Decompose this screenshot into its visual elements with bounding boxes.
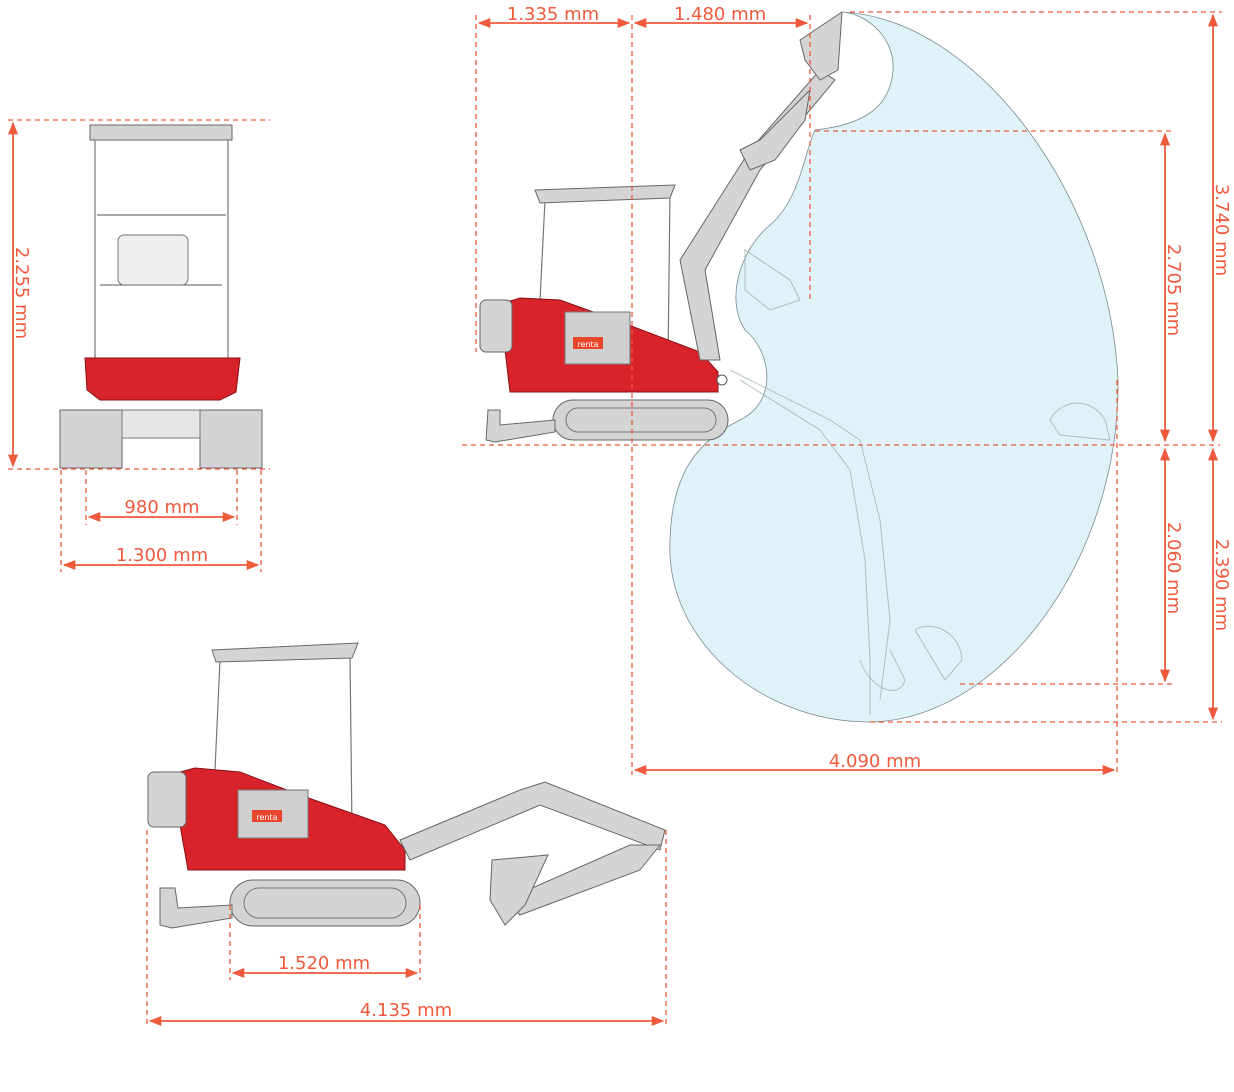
max-dump-height-label: 2.705 mm: [1163, 244, 1184, 336]
track-gauge-label: 980 mm: [124, 497, 199, 518]
brand-decal-bottom: [252, 810, 282, 822]
front-swing-label: 1.480 mm: [674, 4, 766, 25]
ghost-arm-positions: [729, 249, 1111, 715]
svg-text:renta: renta: [577, 340, 598, 349]
transport-length-label: 4.135 mm: [360, 1000, 452, 1021]
overall-width-label: 1.300 mm: [116, 545, 208, 566]
front-view-excavator: [7, 119, 270, 572]
brand-decal-top: [573, 337, 603, 349]
rear-swing-label: 1.335 mm: [507, 4, 599, 25]
working-range-envelope: [669, 11, 1119, 723]
max-dig-depth-label: 2.390 mm: [1211, 539, 1232, 631]
max-height-label: 3.740 mm: [1211, 184, 1232, 276]
transport-view-excavator: renta: [146, 642, 667, 1028]
track-length-label: 1.520 mm: [278, 953, 370, 974]
side-view-excavator: renta: [462, 11, 1220, 446]
vertical-wall-depth-label: 2.060 mm: [1163, 522, 1184, 614]
side-view-dimensions: [475, 11, 1222, 776]
max-reach-label: 4.090 mm: [829, 751, 921, 772]
svg-text:renta: renta: [256, 813, 277, 822]
front-height-label: 2.255 mm: [11, 247, 32, 339]
